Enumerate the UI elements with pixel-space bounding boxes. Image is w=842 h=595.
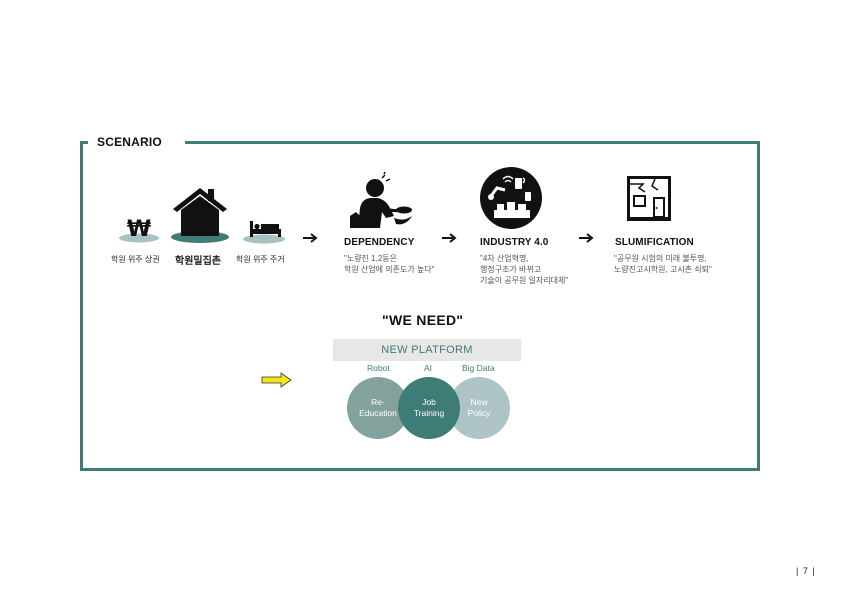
category-big-data: Big Data	[462, 363, 495, 373]
page-number: | 7 |	[796, 566, 816, 576]
re-education-label: Re- Education	[359, 397, 397, 418]
new-policy-label: New Policy	[467, 397, 491, 418]
stage-quote-industry: "4차 산업혁명, 행정구조가 바뀌고 기술이 공무원 일자리대체"	[480, 253, 568, 286]
worried-person-icon	[346, 171, 416, 235]
stage-title-slumification: SLUMIFICATION	[615, 237, 694, 248]
scenario-title: SCENARIO	[97, 135, 162, 149]
frame-top-right-segment	[185, 141, 757, 144]
won-icon: ₩	[118, 212, 160, 249]
scenario-frame	[80, 141, 760, 471]
job-training-circle: Job Training	[398, 377, 460, 439]
stage-quote-dependency: "노량진 1,2동은 학원 산업에 의존도가 높다"	[344, 253, 434, 275]
quote-line: 행정구조가 바뀌고	[480, 265, 542, 274]
category-ai: AI	[424, 363, 433, 373]
arrow-right-icon	[441, 230, 457, 248]
frame-top-left-segment	[80, 141, 88, 144]
arrow-right-icon	[578, 230, 594, 248]
svg-text:₩: ₩	[127, 217, 151, 242]
quote-line: 기술이 공무원 일자리대체"	[480, 276, 569, 285]
job-training-label: Job Training	[413, 397, 445, 418]
robot-factory-icon	[479, 166, 543, 235]
stage-quote-slumification: "공무원 시험의 미래 불투명, 노량진고시학원, 고시촌 쇠퇴"	[614, 253, 712, 275]
quote-line: 학원 산업에 의존도가 높다"	[344, 265, 435, 274]
new-platform-title: NEW PLATFORM	[381, 344, 473, 356]
house-icon	[170, 185, 230, 250]
stage-title-dependency: DEPENDENCY	[344, 237, 415, 248]
yellow-arrow-icon	[261, 372, 293, 393]
arrow-right-icon	[302, 230, 318, 248]
quote-line: "공무원 시험의 미래 불투명,	[614, 254, 707, 263]
we-need-title: "WE NEED"	[382, 312, 464, 328]
category-robot: Robot	[367, 363, 390, 373]
abandoned-building-icon	[625, 174, 675, 227]
bed-icon	[242, 218, 286, 249]
stage0-left-label: 학원 위주 상권	[111, 255, 160, 264]
stage0-center-label: 학원밀집촌	[175, 256, 221, 267]
stage0-right-label: 학원 위주 주거	[236, 255, 285, 264]
new-platform-banner: NEW PLATFORM	[333, 339, 521, 361]
quote-line: "4차 산업혁명,	[480, 254, 529, 263]
quote-line: "노량진 1,2동은	[344, 254, 397, 263]
quote-line: 노량진고시학원, 고시촌 쇠퇴"	[614, 265, 712, 274]
stage-title-industry: INDUSTRY 4.0	[480, 237, 549, 248]
